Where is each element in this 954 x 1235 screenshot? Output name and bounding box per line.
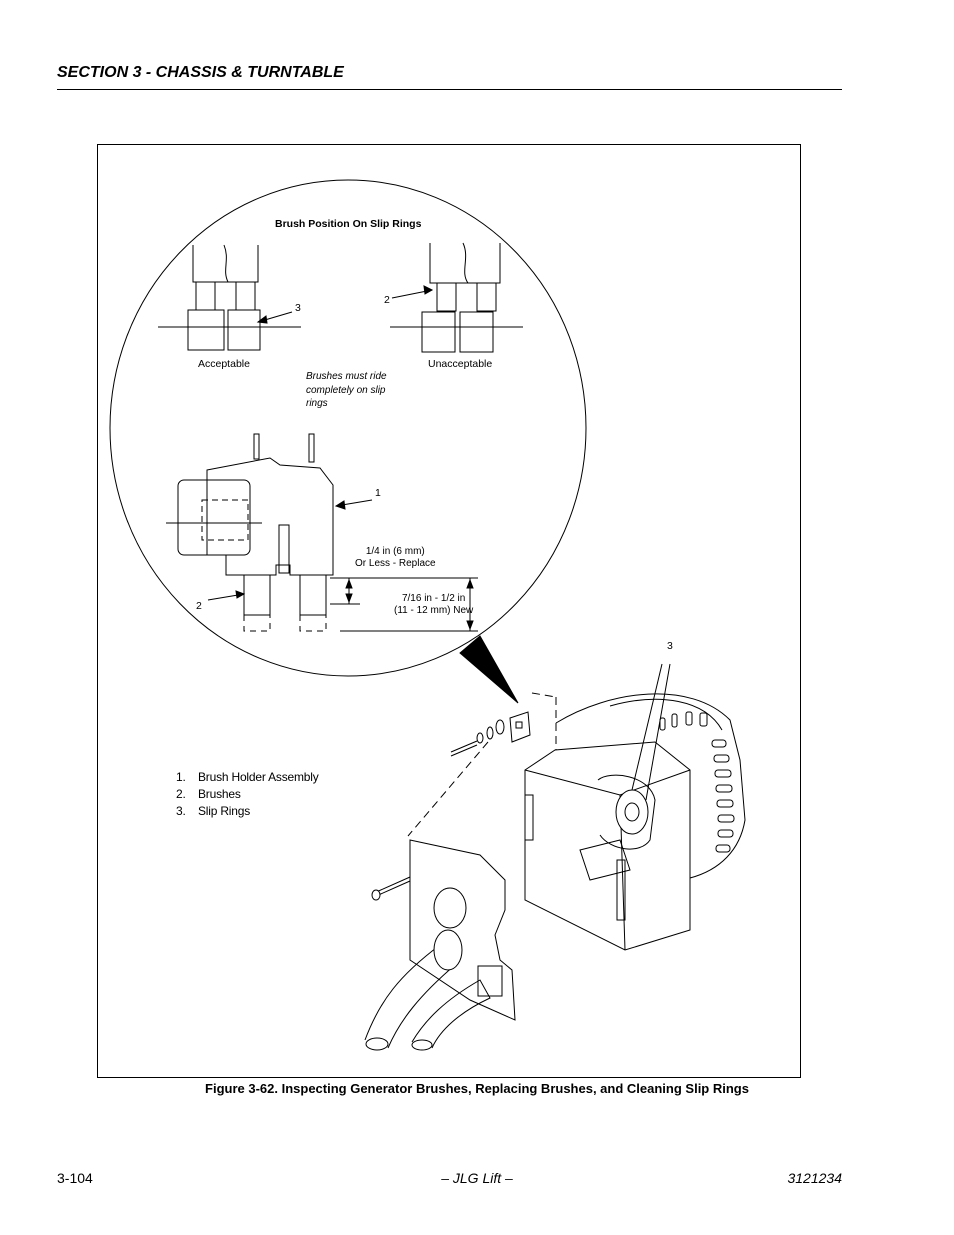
callout-1-brush-holder: 1 [375,487,381,499]
footer-publisher: – JLG Lift – [441,1170,513,1186]
callout-2-brush: 2 [384,294,390,306]
callout-3-generator: 3 [667,640,673,652]
legend-item: 1.Brush Holder Assembly [176,770,319,784]
legend-item: 2.Brushes [176,787,241,801]
figure-caption: Figure 3-62. Inspecting Generator Brushe… [205,1081,749,1096]
brush-holder-drawing [166,433,478,632]
header-rule [57,89,842,90]
figure-frame [97,144,801,1078]
replace-dimension-text: 1/4 in (6 mm) Or Less - Replace [355,546,436,569]
brush-note: Brushes must ride completely on slip rin… [306,371,387,409]
acceptable-label: Acceptable [198,358,250,370]
acceptable-brush-diagram [158,244,301,351]
unacceptable-brush-diagram [390,242,523,353]
unacceptable-label: Unacceptable [428,358,493,370]
section-title: SECTION 3 - CHASSIS & TURNTABLE [57,64,344,81]
legend-item: 3.Slip Rings [176,804,251,818]
callout-2-brushes: 2 [196,600,202,612]
document-number: 3121234 [787,1170,842,1186]
magnifier-circle [109,179,587,677]
figure-legend: 1.Brush Holder Assembly 2.Brushes 3.Slip… [176,769,319,820]
inset-title: Brush Position On Slip Rings [275,218,422,230]
generator-drawing [364,663,746,1051]
page-number: 3-104 [57,1170,93,1186]
magnifier-pointer [459,635,519,704]
callout-3-slip-ring: 3 [295,302,301,314]
new-dimension-text: 7/16 in - 1/2 in (11 - 12 mm) New [394,593,474,616]
